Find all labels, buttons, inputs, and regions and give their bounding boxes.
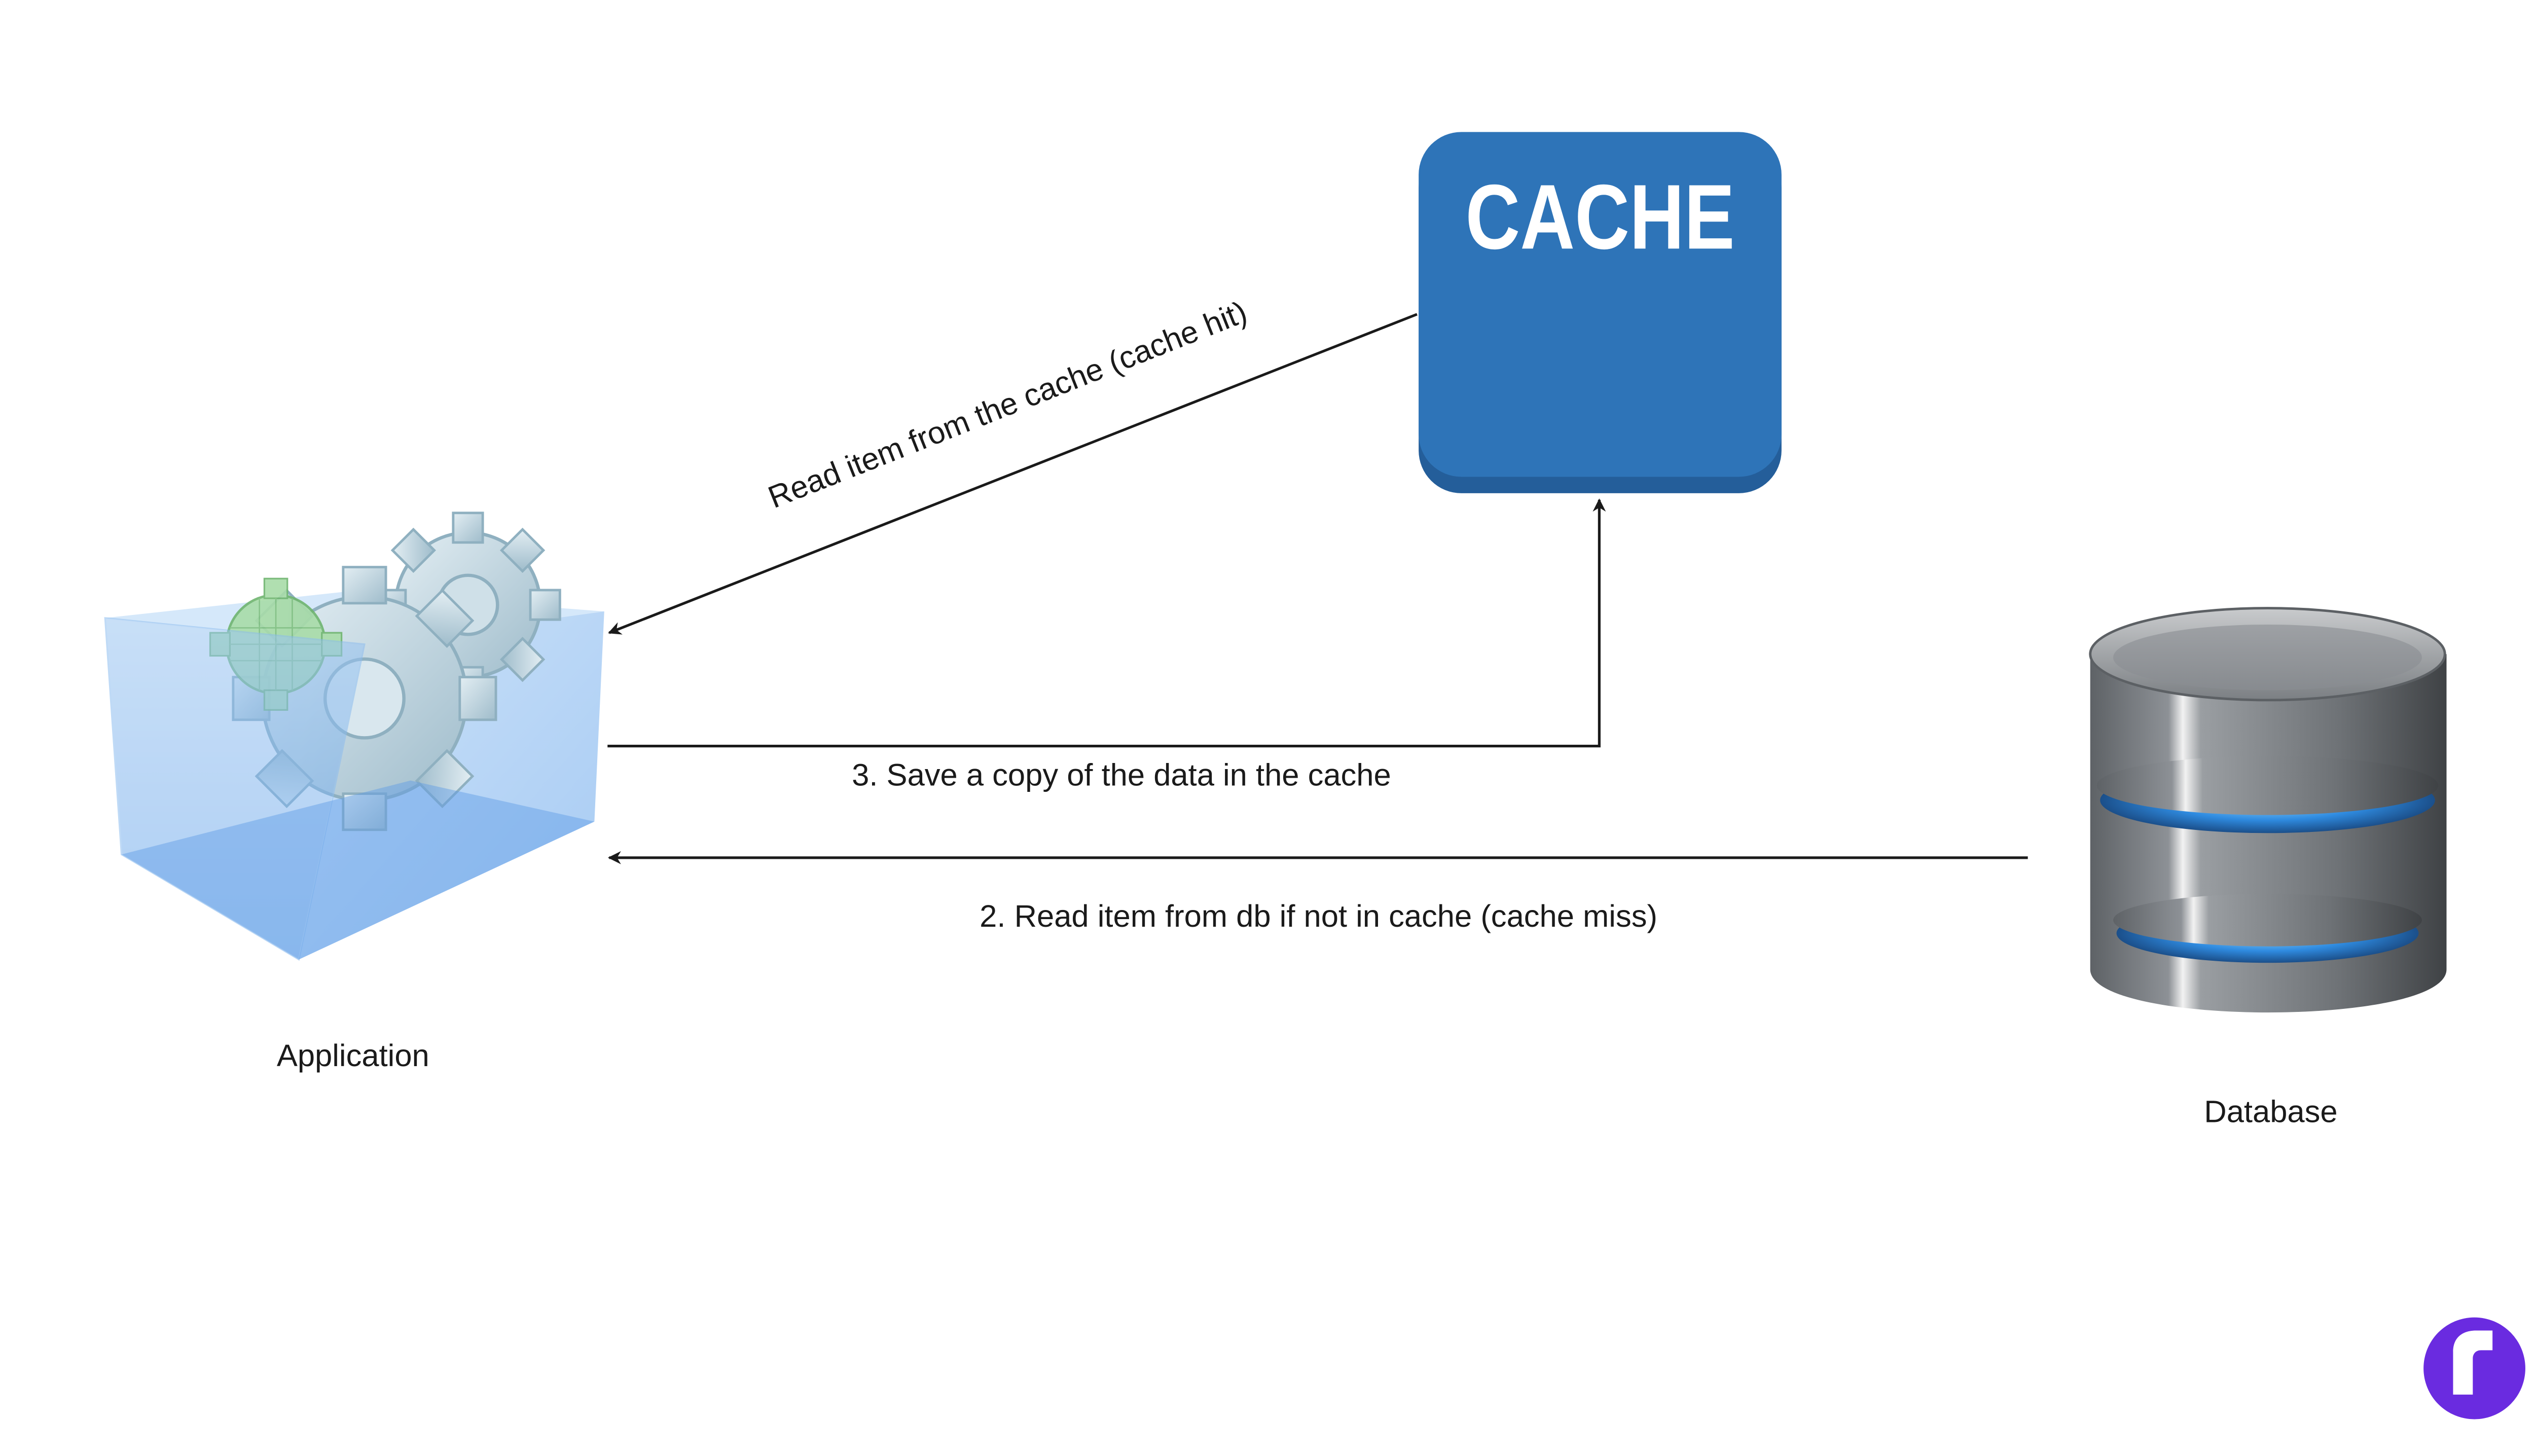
edge-cache-hit-label: Read item from the cache (cache hit) [764,295,1252,515]
edge-cache-miss-label: 2. Read item from db if not in cache (ca… [980,899,1657,934]
edge-cache-hit: Read item from the cache (cache hit) [608,295,1418,635]
gears-in-box-icon [104,512,604,961]
cache-node: CACHE [1419,132,1782,493]
edge-save-copy-label: 3. Save a copy of the data in the cache [852,757,1391,792]
edge-cache-miss: 2. Read item from db if not in cache (ca… [607,851,2028,934]
application-label: Application [277,1038,429,1073]
cache-title: CACHE [1465,166,1734,268]
cache-box [1419,132,1782,477]
database-node: Database [2089,607,2447,1129]
database-cylinder-icon [2089,607,2447,1013]
brand-logo-r-icon [2423,1317,2525,1419]
edge-save-copy: 3. Save a copy of the data in the cache [607,498,1606,792]
application-node: Application [104,512,604,1073]
database-label: Database [2204,1094,2337,1129]
